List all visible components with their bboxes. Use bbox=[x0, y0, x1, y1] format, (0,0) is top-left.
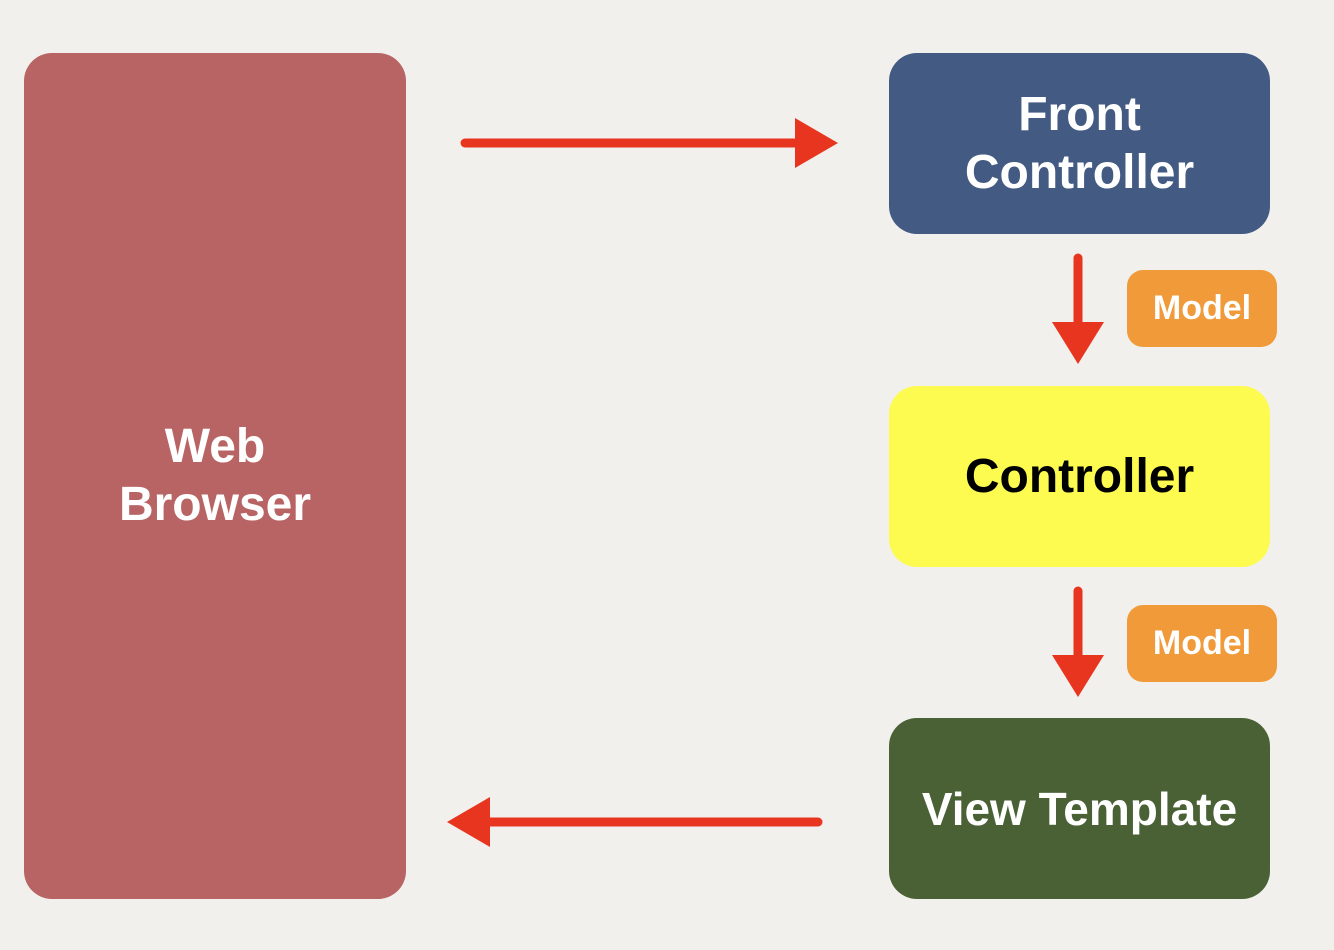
arrow-controller-to-view-template bbox=[1052, 586, 1104, 697]
model-badge-1-label: Model bbox=[1152, 289, 1252, 327]
model-badge-1: Model bbox=[1127, 270, 1277, 347]
arrow-browser-to-front-controller bbox=[460, 118, 838, 168]
model-badge-2-label: Model bbox=[1152, 624, 1252, 662]
front-controller-label-line2: Controller bbox=[964, 145, 1195, 199]
controller-label: Controller bbox=[964, 450, 1195, 503]
front-controller-box: Front Controller bbox=[889, 53, 1270, 234]
front-controller-label-line1: Front bbox=[1018, 87, 1141, 141]
web-browser-box: Web Browser bbox=[24, 53, 406, 899]
arrow-view-template-to-browser bbox=[447, 797, 823, 847]
view-template-label: View Template bbox=[921, 782, 1238, 835]
web-browser-label-line2: Browser bbox=[118, 478, 312, 531]
web-browser-label-line1: Web bbox=[164, 420, 266, 473]
controller-box: Controller bbox=[889, 386, 1270, 567]
model-badge-2: Model bbox=[1127, 605, 1277, 682]
arrow-front-controller-to-controller bbox=[1052, 253, 1104, 364]
view-template-box: View Template bbox=[889, 718, 1270, 899]
